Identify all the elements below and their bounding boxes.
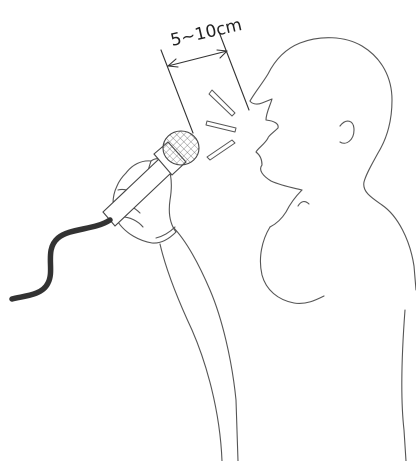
distance-arrowhead-right [217,50,227,58]
arm-upper-edge [172,226,238,461]
sound-marks [206,90,236,160]
singer-ear [340,121,354,143]
distance-guide-line-mic [161,50,193,133]
singer-face-profile [250,99,302,190]
sound-wedge-bottom [207,140,235,160]
distance-arrowhead-left [168,59,178,67]
sound-wedge-top [209,90,235,116]
sound-wedge-middle [206,121,236,132]
microphone-cable [12,220,110,299]
microphone-grille [163,131,199,165]
singer-torso-front [260,227,324,303]
singer-chin-neck [270,190,302,227]
distance-arrow-shaft [168,51,227,66]
distance-label: 5~10cm [169,15,244,51]
singer-figure [250,38,416,461]
singer-back [402,310,406,461]
distance-guide-line-mouth [219,32,249,110]
singer-head-outline [250,38,416,290]
singer-collar-mark [298,202,309,206]
singer-arm [160,226,238,461]
arm-lower-edge [160,244,222,461]
